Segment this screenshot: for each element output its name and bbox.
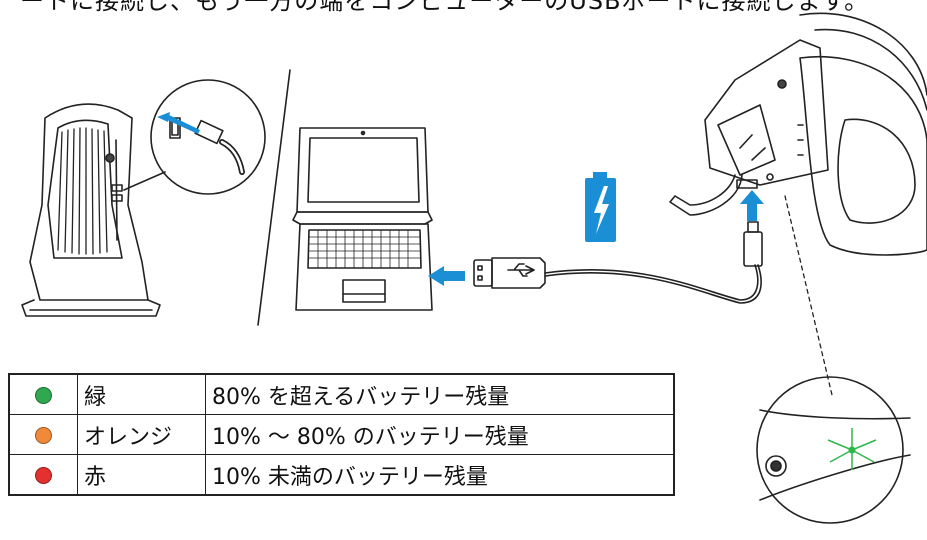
desktop-tower-icon xyxy=(21,103,166,317)
color-name: 赤 xyxy=(77,454,206,496)
color-name: オレンジ xyxy=(77,414,206,455)
usb-cable-icon xyxy=(473,221,763,304)
led-indicator xyxy=(848,446,856,454)
green-dot-icon xyxy=(35,386,52,404)
color-name: 緑 xyxy=(77,373,206,415)
laptop-icon xyxy=(292,127,433,311)
status-color-cell xyxy=(8,454,78,496)
table-row: オレンジ 10% ～ 80% のバッテリー残量 xyxy=(8,414,675,455)
battery-description: 80% を超えるバッテリー残量 xyxy=(205,373,675,415)
battery-description: 10% 未満のバッテリー残量 xyxy=(205,454,675,496)
divider-line xyxy=(257,69,291,326)
red-dot-icon xyxy=(35,466,52,484)
callout-line xyxy=(784,195,833,396)
port-zoom-icon xyxy=(150,79,266,195)
instruction-text: ートに接続し、もう一方の端をコンピューターのUSBポートに接続します。 xyxy=(20,0,870,15)
table-row: 赤 10% 未満のバッテリー残量 xyxy=(8,454,675,496)
led-light-icon xyxy=(827,428,877,470)
battery-description: 10% ～ 80% のバッテリー残量 xyxy=(205,414,675,455)
status-color-cell xyxy=(8,373,78,415)
arrow-icons xyxy=(157,112,764,286)
orange-dot-icon xyxy=(35,426,52,444)
battery-led-table: 緑 80% を超えるバッテリー残量 オレンジ 10% ～ 80% のバッテリー残… xyxy=(8,373,675,496)
led-zoom-icon xyxy=(756,376,911,524)
battery-charging-icon xyxy=(585,172,616,242)
status-color-cell xyxy=(8,414,78,455)
table-row: 緑 80% を超えるバッテリー残量 xyxy=(8,373,675,415)
headset-icon xyxy=(669,12,927,256)
